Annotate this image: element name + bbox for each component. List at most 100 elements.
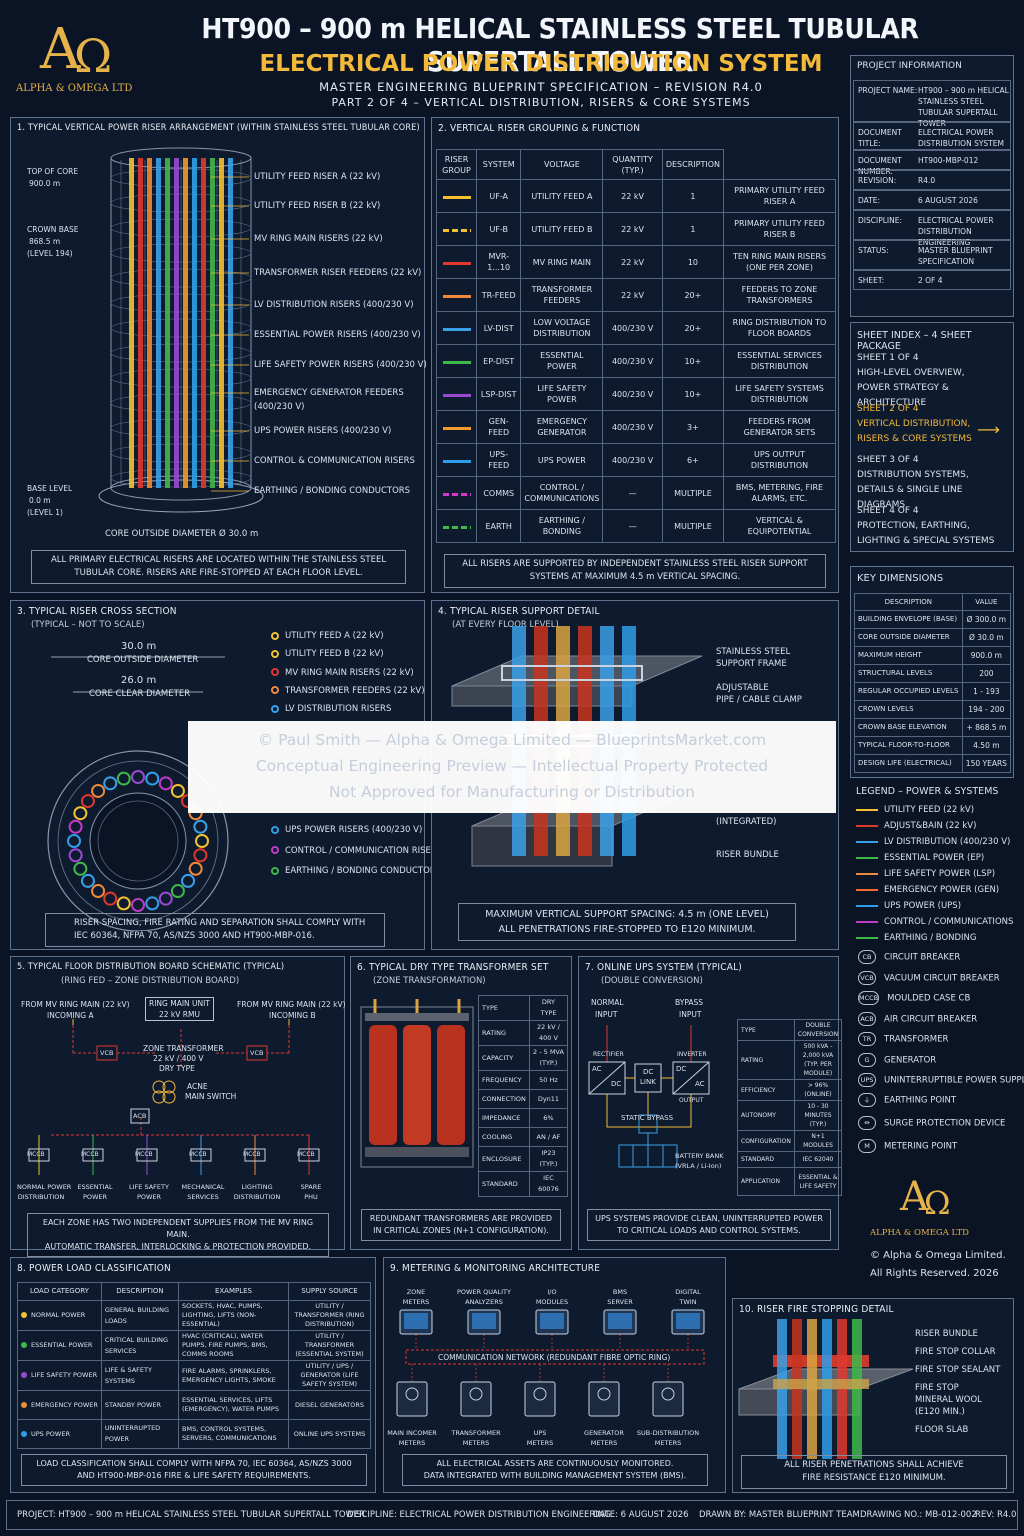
load-examples: HVAC (CRITICAL), WATER PUMPS, FIRE PUMPS… [178, 1330, 289, 1361]
load-description: GENERAL BUILDING LOADS [100, 1300, 180, 1331]
kd-value: 1 - 193 [961, 682, 1012, 701]
section-10-title: 10. RISER FIRE STOPPING DETAIL [739, 1304, 894, 1315]
support-frame-label-2: SUPPORT FRAME [716, 659, 787, 669]
riser-swatch [442, 261, 471, 265]
riser-swatch-cell [436, 311, 477, 345]
crown-base-label: CROWN BASE [27, 225, 79, 234]
meter-top-label: DIGITAL [675, 1288, 701, 1296]
key-dimensions-panel: KEY DIMENSIONS DESCRIPTION VALUE BUILDIN… [850, 566, 1014, 778]
riser-description: TEN RING MAIN RISERS (ONE PER ZONE) [723, 245, 836, 279]
base-level-level: (LEVEL 1) [27, 508, 63, 517]
riser-dot [67, 834, 81, 848]
kd-value: 194 - 200 [961, 700, 1012, 719]
section-9-note-line2: DATA INTEGRATED WITH BUILDING MANAGEMENT… [423, 1471, 687, 1480]
spec-value: DRY TYPE [528, 995, 569, 1021]
section-5-subtitle: (RING FED – ZONE DISTRIBUTION BOARD) [61, 976, 240, 986]
legend-symbol-icon: VCB [858, 970, 876, 985]
section-5-title: 5. TYPICAL FLOOR DISTRIBUTION BOARD SCHE… [17, 962, 285, 972]
section-1-title: 1. TYPICAL VERTICAL POWER RISER ARRANGEM… [17, 123, 420, 133]
riser-dot [73, 861, 88, 876]
project-info-panel: PROJECT INFORMATION PROJECT NAME:HT900 –… [850, 55, 1014, 317]
sheet-index-line: DETAILS & SINGLE LINE DIAGRAMS [857, 485, 963, 510]
dc-link-label-2: LINK [640, 1078, 656, 1086]
load-table-header: SUPPLY SOURCE [288, 1282, 371, 1301]
riser-quantity: 10+ [661, 377, 725, 411]
load-examples: FIRE ALARMS, SPRINKLERS, EMERGENCY LIGHT… [178, 1360, 289, 1391]
rmu-label-1: RING MAIN UNIT [149, 999, 210, 1008]
project-info-row: DOCUMENT TITLE:ELECTRICAL POWER DISTRIBU… [853, 122, 1011, 150]
outside-diameter-value: 30.0 m [121, 641, 157, 652]
spec-value: N+1 MODULES [793, 1130, 843, 1152]
meter-dial [405, 1387, 419, 1401]
spec-value: ESSENTIAL & LIFE SAFETY [793, 1167, 843, 1196]
legend-line-label: UTILITY FEED (22 kV) [884, 805, 975, 815]
riser-system: MV RING MAIN [520, 245, 604, 279]
riser-label: TRANSFORMER RISER FEEDERS (22 kV) [254, 268, 422, 278]
battery-bank-type: (VRLA / Li-Ion) [675, 1162, 722, 1170]
kd-description: CROWN LEVELS [854, 700, 963, 719]
spec-key: RATING [737, 1040, 795, 1080]
load-category: LIFE SAFETY POWER [17, 1360, 102, 1391]
meter-top-label-2: METERS [402, 1298, 430, 1306]
kd-value: 900.0 m [961, 646, 1012, 665]
load-category-label: LIFE SAFETY POWER [31, 1371, 98, 1379]
legend-line-item: LIFE SAFETY POWER (LSP) [856, 869, 995, 879]
legend-line-swatch [856, 888, 878, 891]
riser-voltage: 400/230 V [602, 344, 663, 378]
meter-top-label: I/O [547, 1288, 557, 1296]
section-6-note-line1: REDUNDANT TRANSFORMERS ARE PROVIDED [369, 1214, 553, 1223]
legend-logo-text: ALPHA & OMEGA LTD [870, 1228, 969, 1238]
riser-swatch-cell [436, 245, 477, 279]
key-dimension-row: DESIGN LIFE (ELECTRICAL)150 YEARS [854, 754, 1012, 773]
fire-stop-label: FLOOR SLAB [915, 1425, 969, 1435]
sheet-index-line: SHEET 3 OF 4 [857, 455, 919, 465]
riser-system: UTILITY FEED B [520, 212, 604, 246]
legend-line-label: ESSENTIAL POWER (EP) [884, 853, 985, 863]
project-info-value: ELECTRICAL POWER DISTRIBUTION ENGINEERIN… [918, 216, 994, 247]
spec-value: DOUBLE CONVERSION [793, 1019, 843, 1041]
meter-top-label: BMS [612, 1288, 628, 1296]
meter-dial [533, 1387, 547, 1401]
riser-table-header: DESCRIPTION [661, 149, 725, 180]
section-4-subtitle: (AT EVERY FLOOR LEVEL) [452, 620, 559, 630]
support-frame-label: STAINLESS STEEL [716, 647, 791, 657]
cs-legend-item: MV RING MAIN RISERS (22 kV) [271, 668, 414, 678]
project-info-value: ELECTRICAL POWER DISTRIBUTION SYSTEM [918, 128, 1004, 148]
top-of-core-value: 900.0 m [29, 179, 61, 188]
legend-line-swatch [856, 904, 878, 907]
project-info-value: R4.0 [918, 176, 936, 185]
project-info-key: REVISION: [858, 176, 897, 185]
sheet-index-heading: SHEET INDEX – 4 SHEET PACKAGE [857, 330, 972, 352]
section-1-note-line1: ALL PRIMARY ELECTRICAL RISERS ARE LOCATE… [50, 555, 387, 565]
load-supply: ONLINE UPS SYSTEMS [288, 1419, 371, 1449]
load-examples: ESSENTIAL SERVICES, LIFTS (EMERGENCY), W… [178, 1390, 289, 1420]
project-info-key: STATUS: [858, 246, 889, 255]
kd-description: DESIGN LIFE (ELECTRICAL) [854, 754, 963, 773]
cs-legend-label: LV DISTRIBUTION RISERS [285, 704, 392, 715]
legend-symbol-label: UNINTERRUPTIBLE POWER SUPPLY [884, 1075, 1024, 1086]
floor-board-schematic [28, 1019, 320, 1175]
footer-drawn: DRAWN BY: MASTER BLUEPRINT TEAM [699, 1510, 860, 1520]
meter-bottom-label: TRANSFORMER [451, 1429, 501, 1437]
spec-key: TYPE [737, 1019, 795, 1041]
riser-label: EMERGENCY GENERATOR FEEDERS [254, 388, 404, 398]
riser-swatch [442, 393, 471, 397]
load-category-label: ESSENTIAL POWER [31, 1341, 93, 1349]
legend-symbol-icon: G [858, 1052, 876, 1067]
legend-line-swatch [856, 856, 878, 859]
monitor-screen [472, 1313, 496, 1329]
sheet-index-line: POWER STRATEGY & ARCHITECTURE [857, 383, 949, 408]
